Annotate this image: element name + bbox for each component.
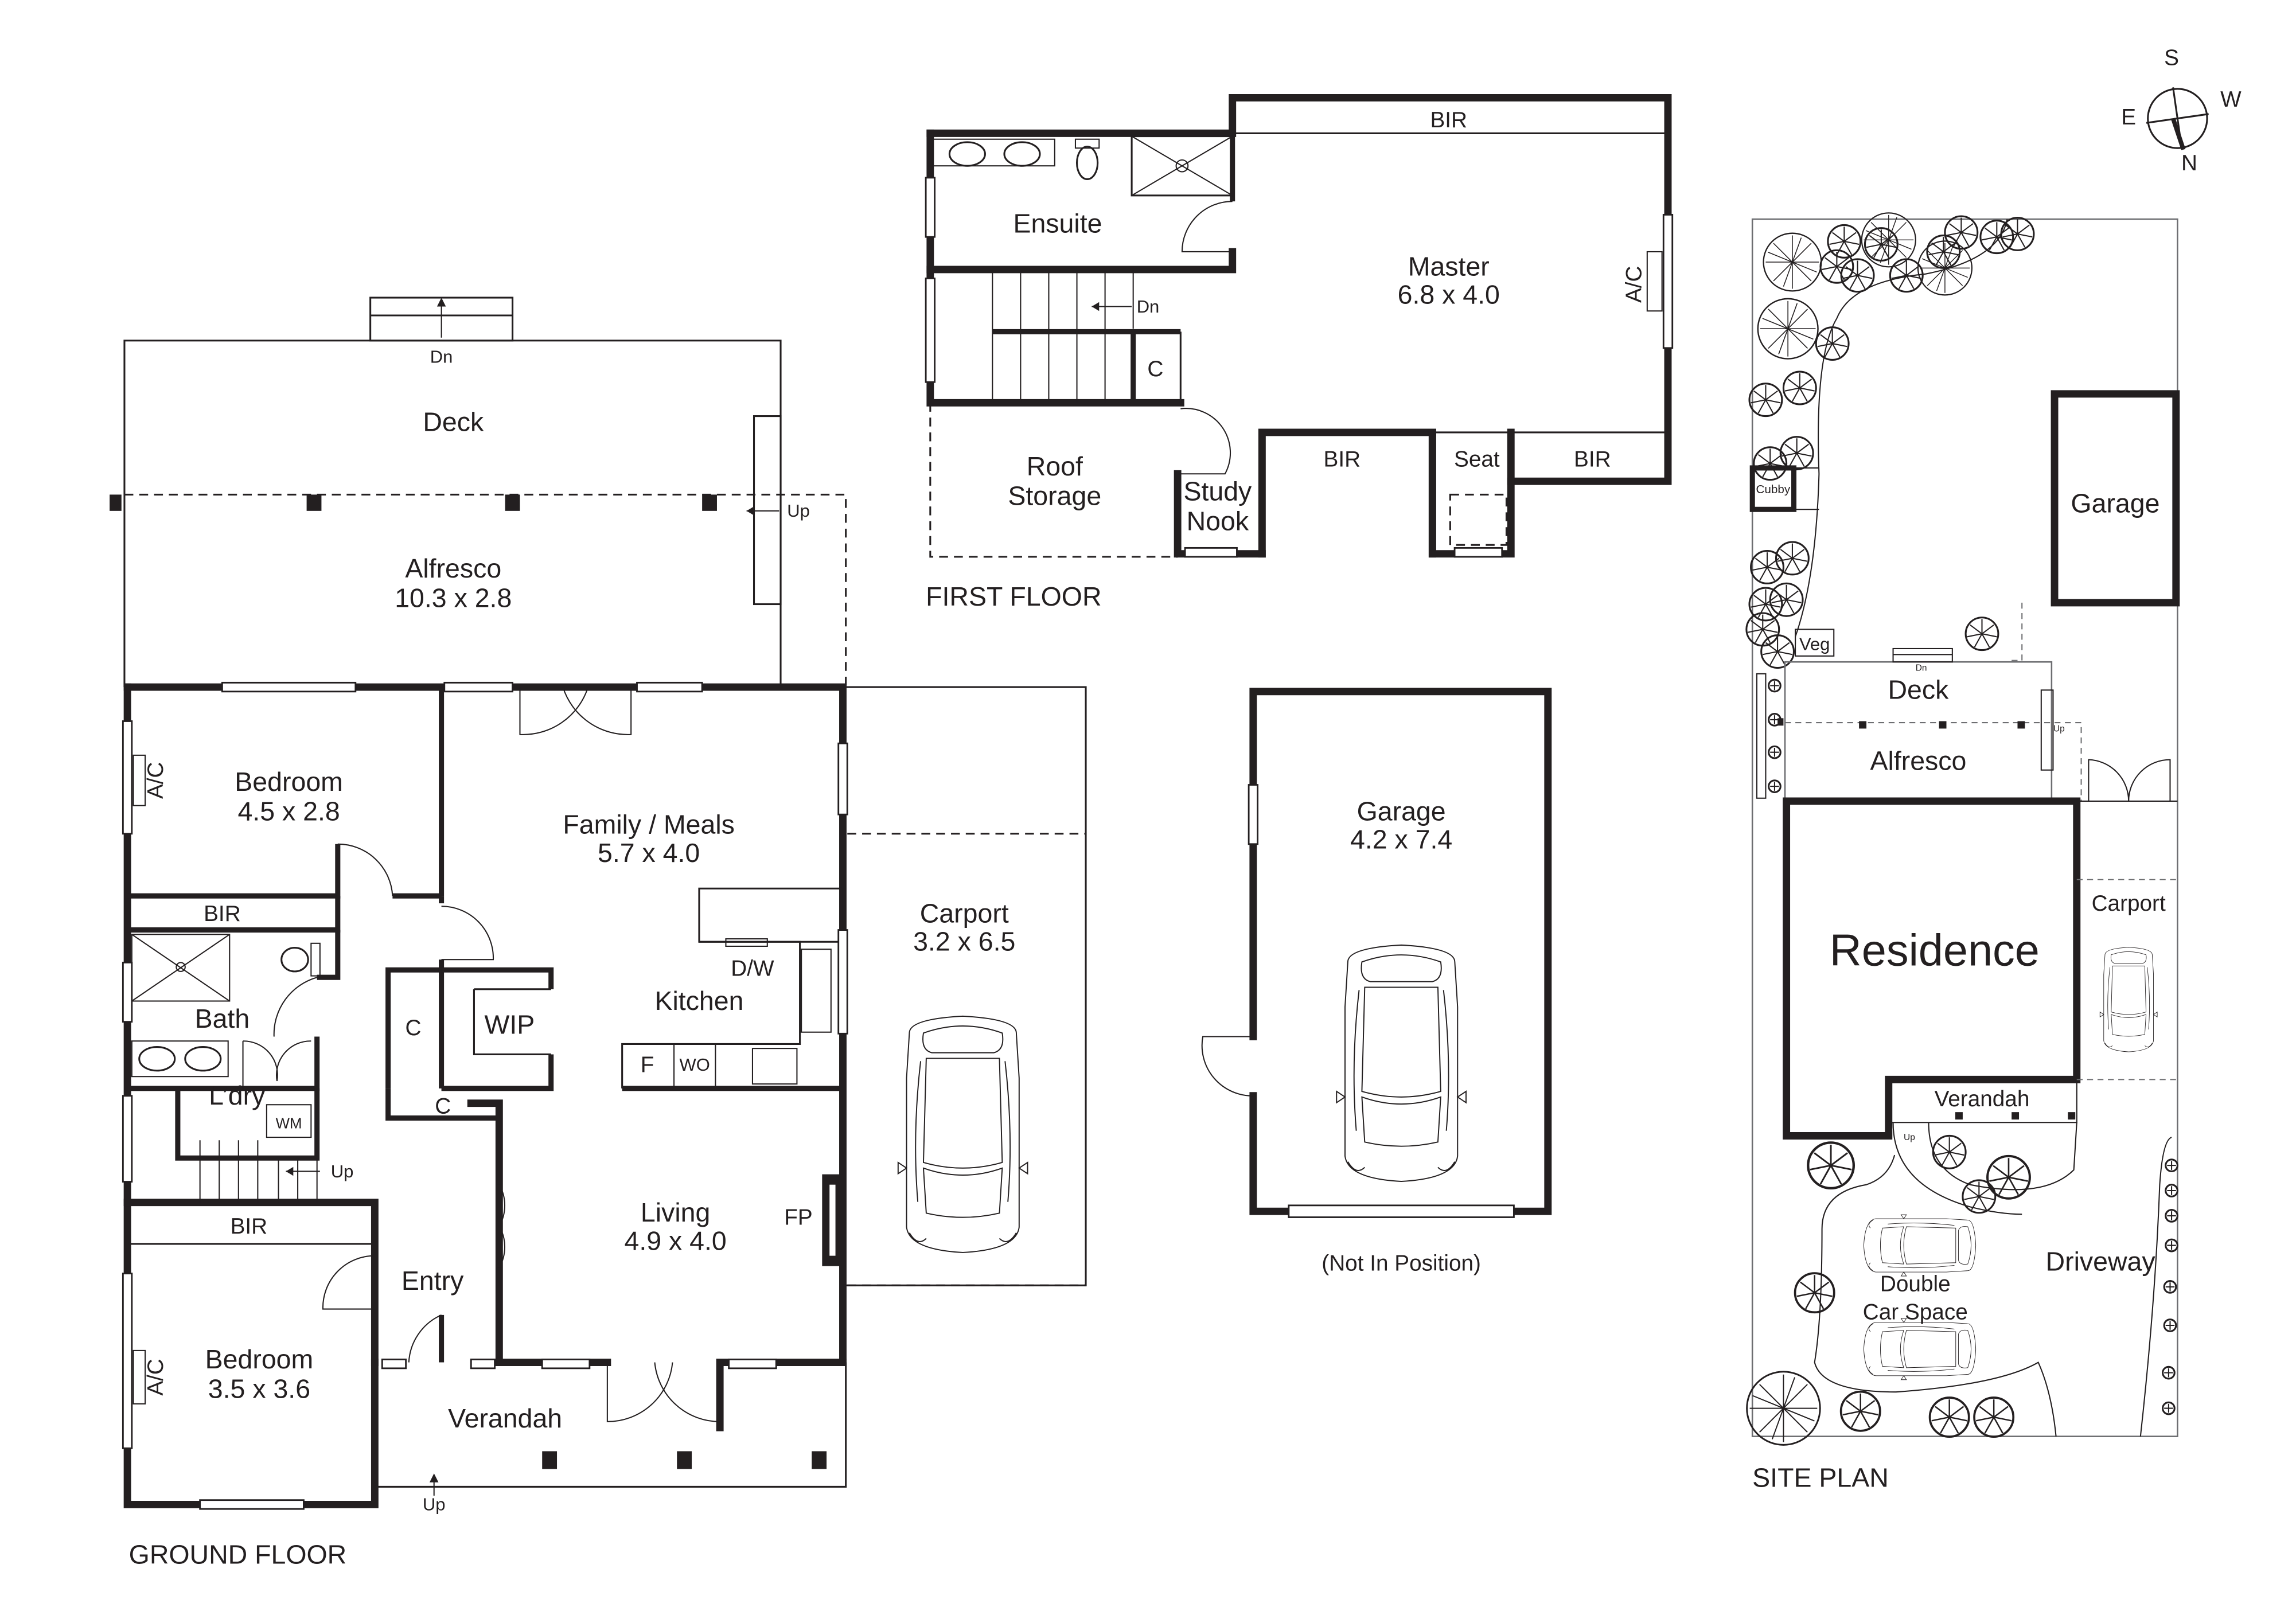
first-floor-cupboard-label: C — [1147, 357, 1163, 381]
bath-label: Bath — [195, 1004, 250, 1033]
entry-label: Entry — [401, 1266, 464, 1296]
bedroom2-size: 3.5 x 3.6 — [208, 1374, 310, 1404]
ground-floor-stairs-up-label: Up — [331, 1161, 354, 1181]
alfresco-size: 10.3 x 2.8 — [395, 583, 512, 613]
first-floor-title: FIRST FLOOR — [926, 582, 1101, 611]
ground-floor-title: GROUND FLOOR — [129, 1540, 347, 1570]
carport-label: Carport — [920, 899, 1009, 928]
bir2-label: BIR — [231, 1214, 268, 1239]
garage-plan: Garage 4.2 x 7.4 (Not In Position) — [1201, 688, 1552, 1275]
cupboard1-label: C — [406, 1016, 422, 1040]
garage-label: Garage — [1357, 796, 1446, 826]
seat-label: Seat — [1454, 447, 1500, 471]
garage-size: 4.2 x 7.4 — [1350, 825, 1452, 855]
first-floor-bir-right-label: BIR — [1574, 447, 1611, 471]
site-verandah-stairs-label: Up — [1904, 1133, 1915, 1142]
roof-storage-label-2: Storage — [1008, 481, 1101, 511]
master-label: Master — [1408, 251, 1490, 281]
kitchen-label: Kitchen — [654, 986, 743, 1016]
dishwasher-label: D/W — [731, 957, 774, 981]
ground-floor-plan: Dn Up Deck Alfresco 10.3 x 2.8 — [110, 296, 1087, 1570]
site-deck-label: Deck — [1888, 675, 1949, 705]
first-floor-bir-left-label: BIR — [1324, 447, 1361, 471]
fridge-label: F — [641, 1052, 654, 1077]
master-ac-label: A/C — [1621, 266, 1646, 303]
carport-size: 3.2 x 6.5 — [913, 927, 1015, 957]
cupboard2-label: C — [435, 1094, 451, 1119]
site-plan: Cubby Veg Garage Dn Up Deck Alfresco Res… — [1745, 212, 2180, 1492]
site-verandah-label: Verandah — [1935, 1087, 2030, 1111]
ensuite-label: Ensuite — [1013, 208, 1102, 238]
bedroom1-size: 4.5 x 2.8 — [237, 796, 340, 826]
site-carport-label: Carport — [2092, 891, 2166, 916]
compass-south-label: S — [2164, 46, 2179, 71]
site-boundary — [1751, 218, 2178, 1437]
compass-ring — [2147, 88, 2208, 149]
site-plan-title: SITE PLAN — [1752, 1462, 1889, 1492]
deck-label: Deck — [423, 407, 484, 436]
master-size: 6.8 x 4.0 — [1398, 279, 1500, 309]
bedroom2-ac-label: A/C — [143, 1359, 168, 1396]
site-deck-stairs-label: Dn — [1916, 664, 1927, 673]
study-nook-label-2: Nook — [1187, 506, 1249, 536]
compass-north-label: N — [2181, 151, 2197, 175]
wall-oven-label: WO — [680, 1055, 710, 1075]
fireplace-label: FP — [784, 1205, 812, 1230]
verandah-label: Verandah — [448, 1403, 562, 1433]
living-size: 4.9 x 4.0 — [625, 1226, 727, 1255]
site-cubby-label: Cubby — [1756, 483, 1791, 496]
cubby-outline — [1749, 465, 1797, 512]
verandah-stairs-up-label: Up — [423, 1495, 446, 1515]
bedroom1-label: Bedroom — [235, 767, 343, 797]
bir1-label: BIR — [204, 902, 241, 926]
site-garage-label: Garage — [2071, 488, 2159, 518]
living-label: Living — [641, 1197, 710, 1227]
compass-east-label: E — [2121, 105, 2136, 130]
site-garage-outline — [2051, 390, 2180, 607]
site-double-car-label-1: Double — [1880, 1272, 1951, 1297]
roof-storage-label-1: Roof — [1027, 451, 1083, 481]
first-floor-stairs-down-label: Dn — [1137, 296, 1160, 317]
first-floor-bir-top-label: BIR — [1430, 108, 1467, 132]
site-residence-label: Residence — [1830, 926, 2040, 976]
laundry-label: L’dry — [209, 1080, 266, 1110]
site-double-car-label-2: Car Space — [1863, 1300, 1968, 1325]
bedroom2-label: Bedroom — [205, 1344, 314, 1374]
alfresco-stairs-up-label: Up — [787, 501, 810, 521]
first-floor-stairs: Dn — [992, 269, 1182, 403]
ground-floor-stairs: Up — [199, 1140, 354, 1203]
site-driveway-label: Driveway — [2046, 1246, 2156, 1276]
site-alfresco-stairs-label: Up — [2053, 724, 2065, 734]
compass-west-label: W — [2220, 87, 2242, 112]
site-alfresco-label: Alfresco — [1870, 746, 1967, 776]
family-meals-size: 5.7 x 4.0 — [598, 838, 700, 868]
compass: S W E N — [2121, 46, 2242, 175]
wip-label: WIP — [485, 1009, 535, 1039]
alfresco-label: Alfresco — [405, 553, 501, 583]
family-meals-label: Family / Meals — [563, 810, 735, 840]
garage-not-in-position-note: (Not In Position) — [1322, 1251, 1481, 1275]
washing-machine-label: WM — [276, 1116, 302, 1132]
bedroom1-ac-label: A/C — [143, 762, 168, 799]
first-floor-plan: Dn C BIR Ensuite Master 6.8 x 4.0 A/C BI… — [925, 93, 1674, 611]
deck-stairs-down-label: Dn — [430, 347, 453, 367]
study-nook-label-1: Study — [1183, 477, 1252, 506]
site-veg-label: Veg — [1799, 634, 1830, 654]
